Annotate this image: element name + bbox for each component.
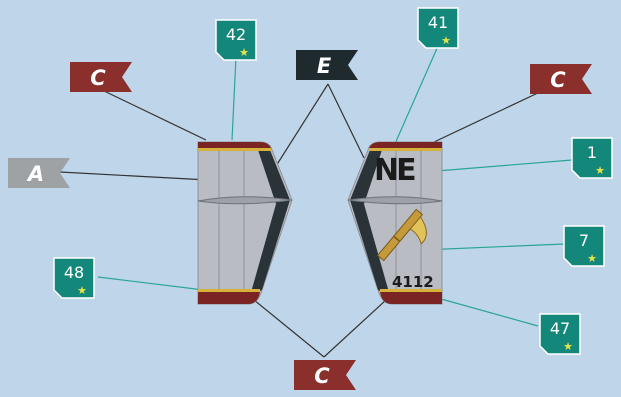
badge-1: 1 ★: [571, 137, 613, 179]
left-wing-bottom-band: [198, 292, 260, 304]
right-wing-bottom-stripe: [380, 289, 442, 292]
star-icon: ★: [563, 340, 573, 353]
badge-47-number: 47: [550, 319, 570, 338]
right-wing-panel: NE 4112: [347, 141, 443, 305]
leader-7: [421, 243, 565, 251]
right-wing-top-band: [369, 142, 442, 148]
leader-42: [231, 56, 237, 141]
flag-c-top-left-label: C: [90, 66, 106, 90]
badge-42: 42 ★: [215, 19, 257, 61]
badge-41-bg: [417, 7, 459, 49]
leader-c-bottom-left: [253, 299, 325, 358]
star-icon: ★: [595, 164, 605, 177]
flag-c-bottom: C: [294, 360, 356, 390]
badge-42-number: 42: [226, 25, 246, 44]
flag-a-left: A: [8, 158, 70, 188]
flag-c-bottom-label: C: [314, 364, 330, 388]
badge-48: 48 ★: [53, 257, 95, 299]
star-icon: ★: [239, 46, 249, 59]
axe-handle-wrap: [393, 235, 401, 242]
axe-head: [409, 216, 427, 245]
leader-c-left: [101, 89, 207, 141]
leader-e-left: [275, 83, 329, 167]
left-wing-top-stripe: [198, 148, 271, 151]
right-wing-bottom-band: [380, 292, 442, 304]
leader-a: [59, 171, 209, 181]
tail-code-text: NE: [374, 153, 415, 188]
flag-c-top-right: C: [530, 64, 592, 94]
right-fuel-tank: [347, 196, 443, 205]
badge-1-number: 1: [587, 143, 597, 162]
badge-1-bg: [571, 137, 613, 179]
leader-lines: [59, 45, 573, 358]
serial-text: 4112: [392, 273, 434, 291]
left-fuel-tank: [197, 196, 293, 205]
leader-48: [97, 276, 213, 292]
leader-c-right: [433, 91, 541, 143]
star-icon: ★: [441, 34, 451, 47]
badge-48-bg: [53, 257, 95, 299]
badge-42-bg: [215, 19, 257, 61]
axe-insignia: [376, 208, 427, 262]
left-wing-top-band: [198, 142, 271, 148]
leader-c-bottom-right: [323, 299, 387, 358]
right-wing-top-stripe: [369, 148, 442, 151]
right-wing-leading-edge: [350, 150, 390, 296]
badge-47-bg: [539, 313, 581, 355]
flag-c-top-left-shape: [70, 62, 132, 92]
axe-handle: [376, 208, 424, 262]
badge-47: 47 ★: [539, 313, 581, 355]
badge-7-bg: [563, 225, 605, 267]
badge-7-number: 7: [579, 231, 589, 250]
badge-7: 7 ★: [563, 225, 605, 267]
left-wing-panel: [197, 141, 293, 305]
flag-c-top-right-shape: [530, 64, 592, 94]
flag-c-top-right-label: C: [550, 68, 566, 92]
badge-48-number: 48: [64, 263, 84, 282]
flag-a-left-shape: [8, 158, 70, 188]
star-icon: ★: [77, 284, 87, 297]
leader-41: [393, 45, 439, 147]
left-wing-leading-edge: [250, 150, 290, 296]
star-icon: ★: [587, 252, 597, 265]
flag-c-top-left: C: [70, 62, 132, 92]
left-wing-bottom-stripe: [198, 289, 260, 292]
flag-e-top-center-label: E: [317, 54, 332, 78]
flag-e-top-center: E: [296, 50, 358, 80]
badge-41: 41 ★: [417, 7, 459, 49]
badge-41-number: 41: [428, 13, 448, 32]
leader-e-right: [327, 83, 365, 159]
flag-e-top-center-shape: [296, 50, 358, 80]
flag-c-bottom-shape: [294, 360, 356, 390]
flag-a-left-label: A: [26, 162, 44, 186]
